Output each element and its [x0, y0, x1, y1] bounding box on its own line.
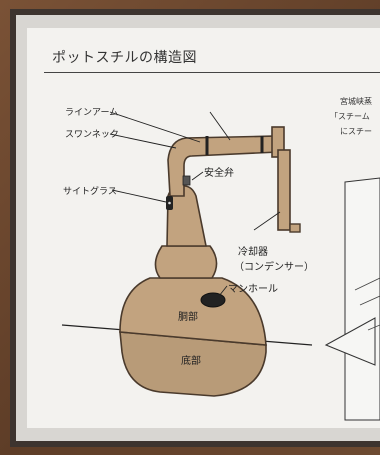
label-sight-glass: サイトグラス	[63, 187, 117, 197]
condenser-outlet	[289, 223, 301, 233]
label-line-arm: ラインアーム	[65, 108, 119, 118]
label-manhole: マンホール	[228, 284, 278, 295]
diagram-title: ポットスチルの構造図	[52, 50, 197, 66]
label-condenser: 冷却器	[238, 247, 268, 258]
still-body	[119, 277, 267, 346]
condenser-pipe	[277, 149, 291, 231]
side-text-2: 「スチーム	[330, 112, 370, 121]
side-text-1: 宮城峡蒸	[340, 97, 372, 106]
label-swan-neck: スワンネック	[65, 130, 119, 140]
safety-valve	[182, 175, 191, 186]
label-condenser-sub: （コンデンサー）	[234, 262, 314, 273]
manhole	[200, 292, 226, 308]
label-bottom: 底部	[181, 356, 201, 367]
label-safety-valve: 安全弁	[204, 168, 234, 179]
still-bulb	[154, 245, 218, 279]
side-text-3: にスチー	[340, 127, 372, 136]
title-underline	[44, 72, 380, 73]
adjacent-diagram-panel	[324, 177, 380, 421]
label-body: 胴部	[178, 312, 198, 323]
still-bottom	[119, 331, 267, 397]
